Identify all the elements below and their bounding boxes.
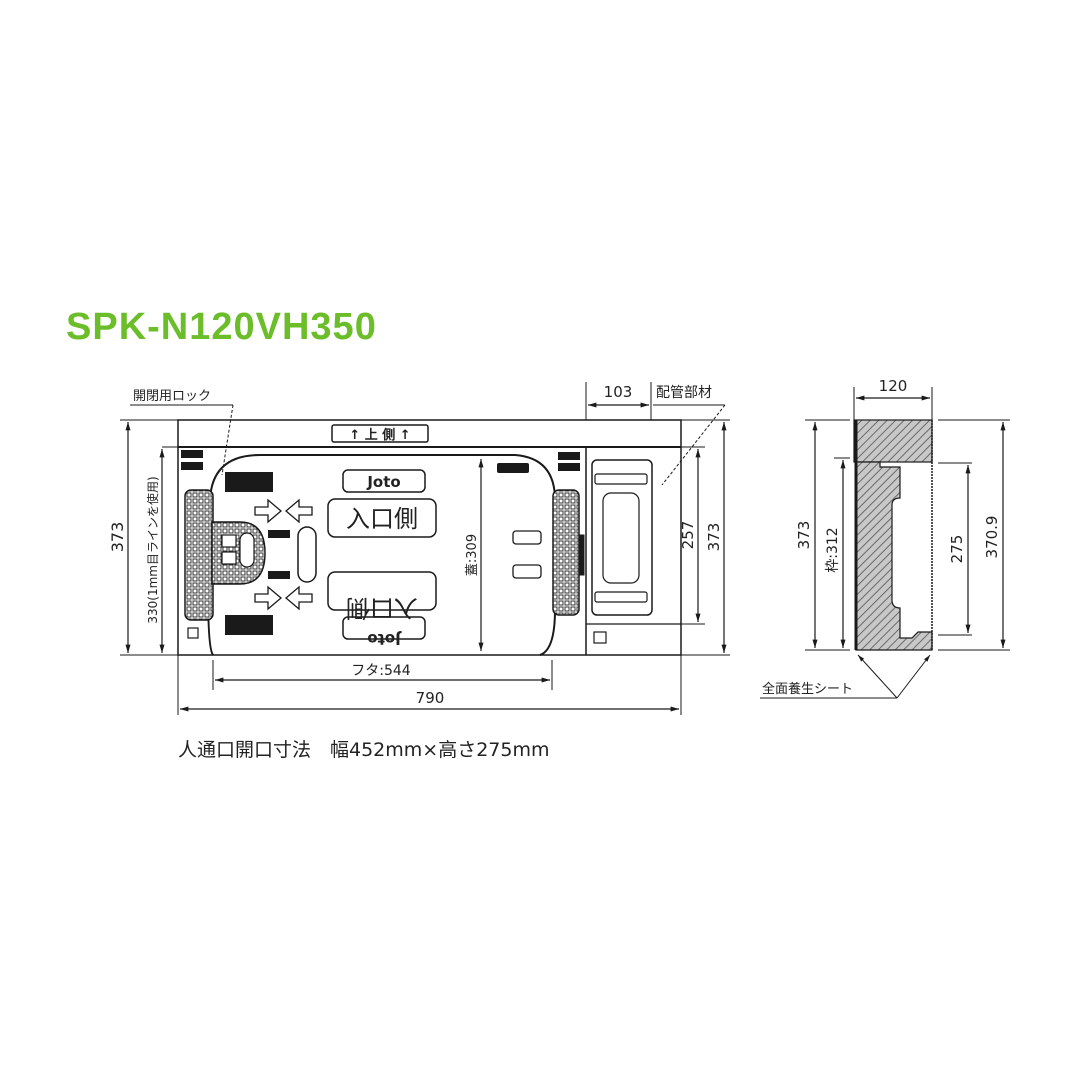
dim-lid-height: 蓋:309 — [465, 534, 480, 576]
dim-side-height-left: 373 — [795, 521, 813, 550]
dim-side-height-right: 370.9 — [983, 516, 1001, 559]
opening-dimensions-caption: 人通口開口寸法 幅452mm×高さ275mm — [178, 739, 550, 761]
dim-frame-height: 枠:312 — [825, 527, 841, 572]
dim-left-330: 330(1mm目ラインを使用) — [145, 476, 160, 623]
dim-opening-height: 275 — [948, 535, 966, 564]
dim-total-width: 790 — [416, 689, 445, 707]
top-side-label: ↑ 上 側 ↑ — [349, 427, 410, 443]
dim-right-height: 373 — [705, 523, 723, 552]
entry-side-label: 入口側 — [346, 505, 418, 533]
dim-side-depth: 120 — [879, 377, 908, 395]
front-view — [120, 382, 730, 715]
dim-left-height: 373 — [108, 522, 127, 553]
brand-top: Joto — [366, 473, 400, 491]
dim-piping-height: 257 — [679, 521, 697, 550]
side-view — [760, 387, 1010, 699]
brand-bottom: Joto — [367, 630, 401, 648]
protective-sheet-label: 全面養生シート — [762, 681, 853, 697]
lock-label: 開閉用ロック — [133, 389, 211, 404]
piping-label: 配管部材 — [656, 385, 712, 401]
dim-lid-width: フタ:544 — [351, 663, 411, 679]
model-title: SPK-N120VH350 — [66, 306, 377, 348]
dim-piping-width: 103 — [604, 383, 633, 401]
entry-side-inverted-label: 入口側 — [346, 594, 418, 622]
